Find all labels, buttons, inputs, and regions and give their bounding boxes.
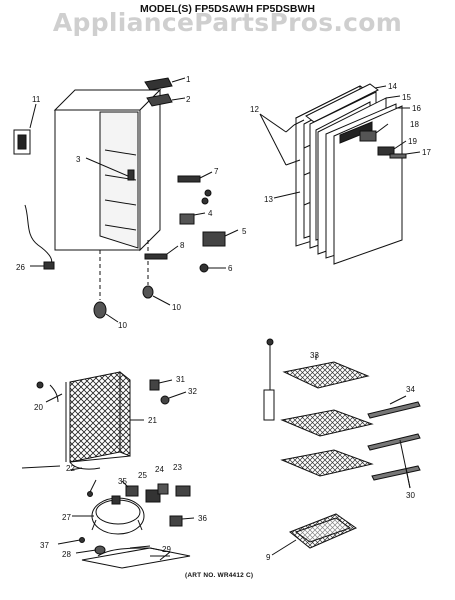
callout-4: 4 bbox=[208, 209, 213, 218]
callout-25: 25 bbox=[138, 471, 147, 480]
callout-15: 15 bbox=[402, 93, 411, 102]
part-1-bracket bbox=[144, 77, 173, 91]
part-34-trim bbox=[367, 401, 421, 419]
callout-13: 13 bbox=[264, 195, 273, 204]
callout-26: 26 bbox=[16, 263, 25, 272]
part-33-shelf-assembly bbox=[263, 338, 374, 477]
model-title: MODEL(S) FP5DSAWH FP5DSBWH bbox=[139, 3, 315, 15]
cabinet bbox=[53, 88, 162, 252]
callout-18: 18 bbox=[410, 120, 419, 129]
callout-3: 3 bbox=[76, 155, 81, 164]
callout-11: 11 bbox=[32, 95, 41, 104]
callout-29: 29 bbox=[162, 545, 171, 554]
callout-6: 6 bbox=[228, 264, 233, 273]
callout-16: 16 bbox=[412, 104, 421, 113]
callout-12: 12 bbox=[250, 105, 259, 114]
callout-19: 19 bbox=[408, 137, 417, 146]
part-7-strip bbox=[177, 175, 201, 183]
callout-24: 24 bbox=[155, 465, 164, 474]
part-5-thermostat bbox=[202, 231, 226, 247]
callout-23: 23 bbox=[173, 463, 182, 472]
part-10-leveling-leg bbox=[93, 301, 107, 319]
callout-2: 2 bbox=[186, 95, 191, 104]
callout-31: 31 bbox=[176, 375, 185, 384]
callout-21: 21 bbox=[148, 416, 157, 425]
callout-14: 14 bbox=[388, 82, 397, 91]
callout-30: 30 bbox=[406, 491, 415, 500]
part-2-bracket bbox=[146, 93, 173, 107]
part-30-trim bbox=[371, 465, 421, 481]
compressor-assembly bbox=[57, 479, 195, 569]
callout-34: 34 bbox=[406, 385, 415, 394]
callout-35: 35 bbox=[118, 477, 127, 486]
callout-10b: 10 bbox=[172, 303, 181, 312]
callout-17: 17 bbox=[422, 148, 431, 157]
callout-20: 20 bbox=[34, 403, 43, 412]
callout-1: 1 bbox=[186, 75, 191, 84]
callout-36: 36 bbox=[198, 514, 207, 523]
part-21-condenser bbox=[65, 370, 144, 471]
art-number: (ART NO. WR4412 C) bbox=[185, 572, 254, 579]
callout-28: 28 bbox=[62, 550, 71, 559]
part-11-housing bbox=[13, 103, 37, 155]
part-10-leveling-leg bbox=[142, 285, 154, 299]
callout-labels: 1 2 3 4 5 6 7 8 9 10 10 11 12 13 14 15 1… bbox=[16, 75, 431, 562]
part-4-switch bbox=[179, 213, 195, 225]
callout-37: 37 bbox=[40, 541, 49, 550]
callout-9: 9 bbox=[266, 553, 271, 562]
door-assembly bbox=[259, 83, 421, 265]
callout-5: 5 bbox=[242, 227, 247, 236]
watermark: AppliancePartsPros.com bbox=[52, 8, 403, 37]
callout-32: 32 bbox=[188, 387, 197, 396]
callout-27: 27 bbox=[62, 513, 71, 522]
callout-8: 8 bbox=[180, 241, 185, 250]
part-8-bracket bbox=[144, 253, 168, 260]
callout-22: 22 bbox=[66, 464, 75, 473]
part-26-power-cord bbox=[24, 204, 55, 270]
callout-10a: 10 bbox=[118, 321, 127, 330]
callout-7: 7 bbox=[214, 167, 219, 176]
part-30-trim bbox=[367, 433, 421, 451]
part-9-drip-tray bbox=[271, 513, 358, 556]
callout-33: 33 bbox=[310, 351, 319, 360]
